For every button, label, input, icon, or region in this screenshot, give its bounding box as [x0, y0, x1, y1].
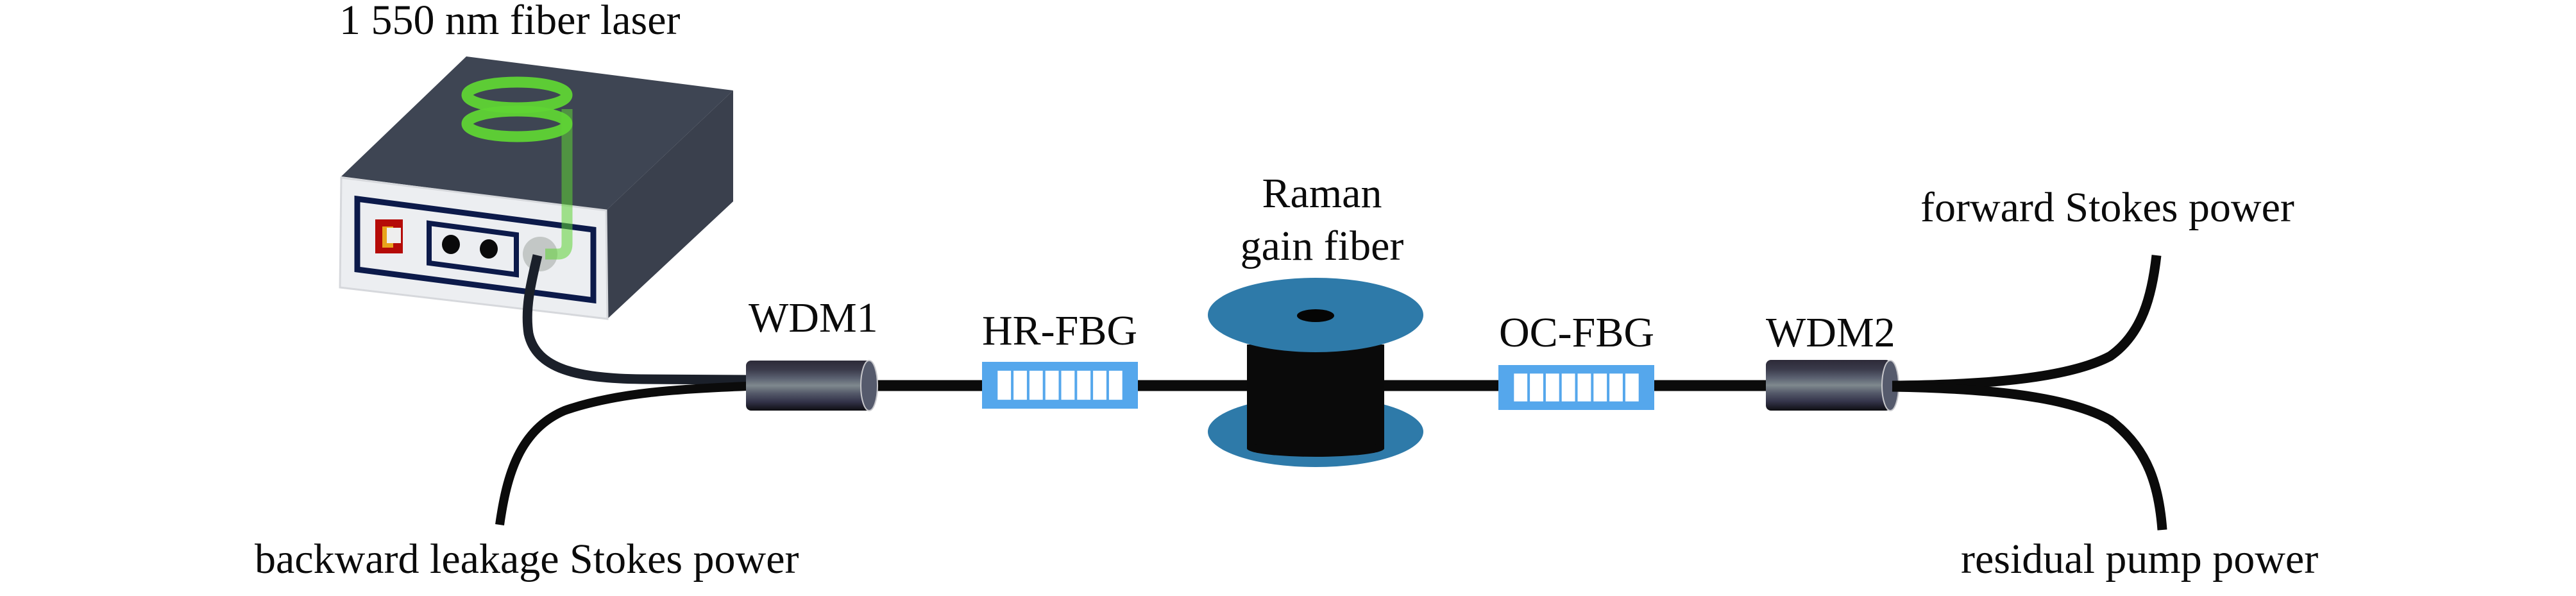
oc-fbg-label: OC-FBG	[1499, 309, 1654, 356]
power-indicator-light	[387, 228, 401, 243]
grating-line	[1077, 370, 1091, 400]
residual-pump-label: residual pump power	[1961, 536, 2318, 583]
wdm1-coupler	[746, 360, 878, 411]
laser-fiber-coil-icon	[461, 76, 573, 260]
spool-hub-hole	[1297, 309, 1334, 322]
raman-label-line2: gain fiber	[1241, 223, 1404, 269]
wdm2-label: WDM2	[1766, 309, 1895, 356]
grating-line	[1545, 373, 1559, 402]
backward-output-fiber	[495, 382, 748, 525]
grating-line	[997, 370, 1012, 400]
residual-output-fiber	[1892, 382, 2167, 531]
oc-fbg-grating	[1498, 365, 1654, 410]
forward-stokes-label: forward Stokes power	[1920, 184, 2294, 231]
wdm2-coupler	[1766, 360, 1899, 411]
knob-icon	[442, 235, 460, 254]
laser-box-right-face	[606, 90, 733, 319]
grating-line	[1029, 370, 1043, 400]
hr-fbg-label: HR-FBG	[982, 307, 1137, 354]
grating-line	[1093, 370, 1106, 400]
forward-output-fiber	[1892, 255, 2162, 391]
grating-line	[1609, 373, 1623, 402]
grating-line	[1561, 373, 1575, 402]
backward-stokes-label: backward leakage Stokes power	[255, 536, 799, 583]
laser-label: 1 550 nm fiber laser	[339, 0, 681, 44]
grating-line	[1108, 370, 1123, 400]
grating-line	[1593, 373, 1607, 402]
grating-line	[1577, 373, 1591, 402]
wdm1-label: WDM1	[749, 294, 878, 341]
fiber-laser-source	[339, 56, 748, 385]
grating-line	[1530, 373, 1543, 402]
laser-panel-frame	[354, 195, 597, 304]
spool-fiber-winding-bottom	[1247, 440, 1384, 457]
grating-line	[1514, 373, 1528, 402]
laser-display-frame	[427, 220, 519, 278]
grating-line	[1045, 370, 1059, 400]
raman-gain-fiber-spool	[1208, 278, 1423, 467]
raman-label-line1: Raman	[1262, 170, 1382, 217]
grating-line	[1013, 370, 1027, 400]
spool-fiber-winding	[1247, 345, 1384, 448]
grating-line	[1061, 370, 1075, 400]
knob-icon	[480, 239, 498, 259]
laser-output-fiber	[522, 254, 748, 385]
grating-line	[1625, 373, 1639, 402]
hr-fbg-grating	[982, 362, 1138, 409]
laser-box-front-face	[339, 176, 609, 320]
